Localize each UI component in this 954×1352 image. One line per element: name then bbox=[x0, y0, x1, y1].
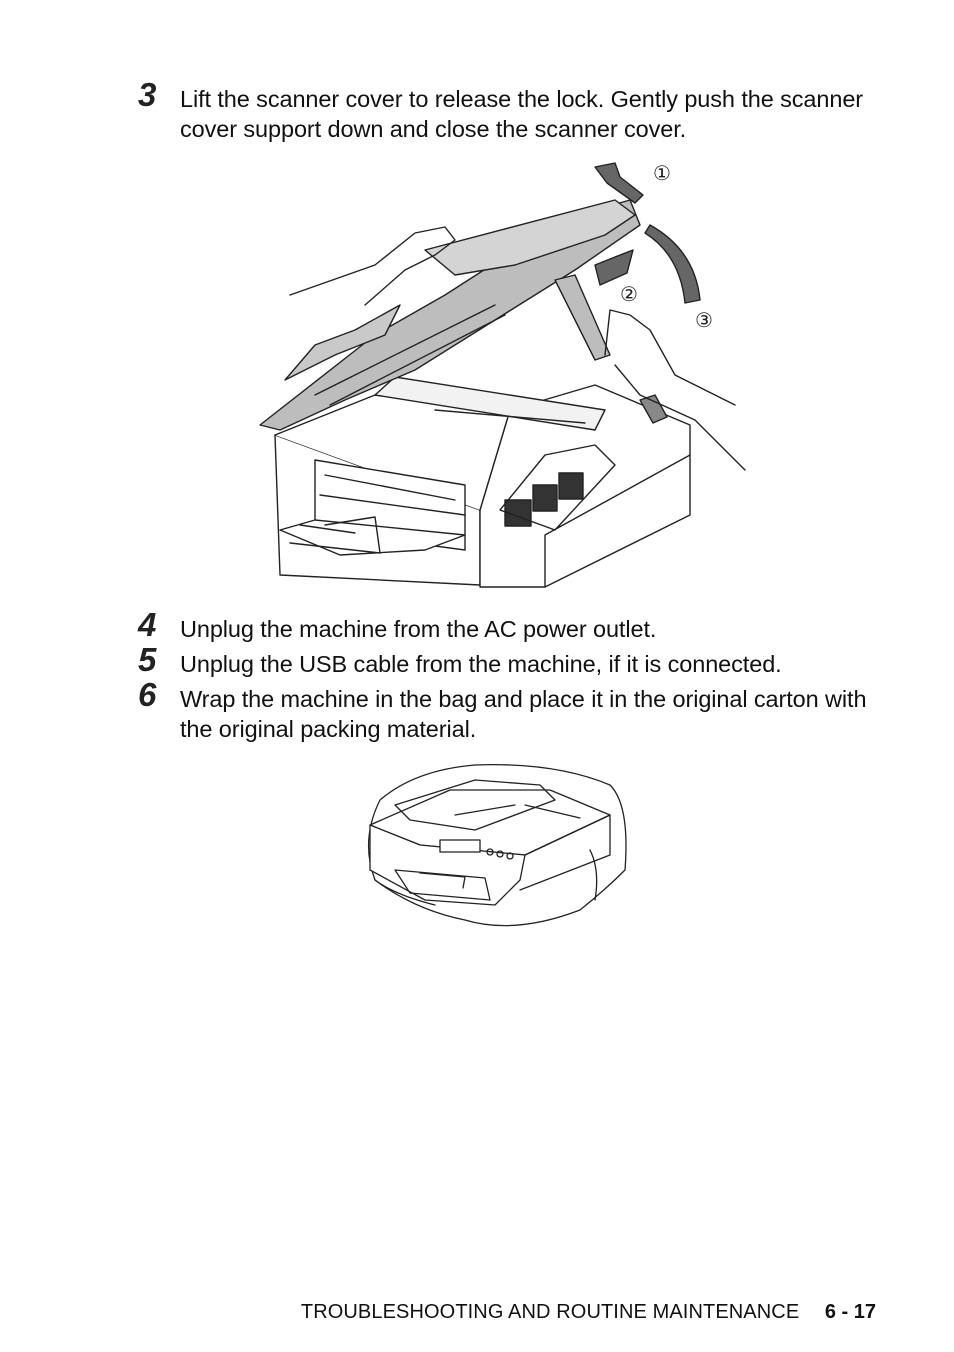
callout-3: ③ bbox=[695, 308, 713, 332]
step-3: 3 Lift the scanner cover to release the … bbox=[138, 78, 898, 144]
step-6: 6 Wrap the machine in the bag and place … bbox=[138, 678, 898, 744]
step-text: Lift the scanner cover to release the lo… bbox=[180, 86, 864, 142]
step-text: Wrap the machine in the bag and place it… bbox=[180, 686, 867, 742]
footer-section-title: TROUBLESHOOTING AND ROUTINE MAINTENANCE bbox=[300, 1301, 800, 1323]
page-footer: TROUBLESHOOTING AND ROUTINE MAINTENANCE … bbox=[301, 1300, 876, 1324]
scanner-cover-illustration: ① ② ③ bbox=[255, 155, 755, 595]
callout-1: ① bbox=[653, 161, 671, 185]
step-4: 4 Unplug the machine from the AC power o… bbox=[138, 608, 898, 644]
step-number: 6 bbox=[138, 676, 157, 713]
step-number: 5 bbox=[138, 641, 157, 678]
page-number: 6 - 17 bbox=[824, 1301, 876, 1323]
step-5: 5 Unplug the USB cable from the machine,… bbox=[138, 643, 898, 679]
step-number: 4 bbox=[138, 606, 157, 643]
bagged-machine-illustration bbox=[355, 760, 635, 940]
callout-2: ② bbox=[620, 282, 638, 306]
step-text: Unplug the USB cable from the machine, i… bbox=[180, 651, 782, 677]
step-number: 3 bbox=[138, 76, 157, 113]
step-text: Unplug the machine from the AC power out… bbox=[180, 616, 657, 642]
